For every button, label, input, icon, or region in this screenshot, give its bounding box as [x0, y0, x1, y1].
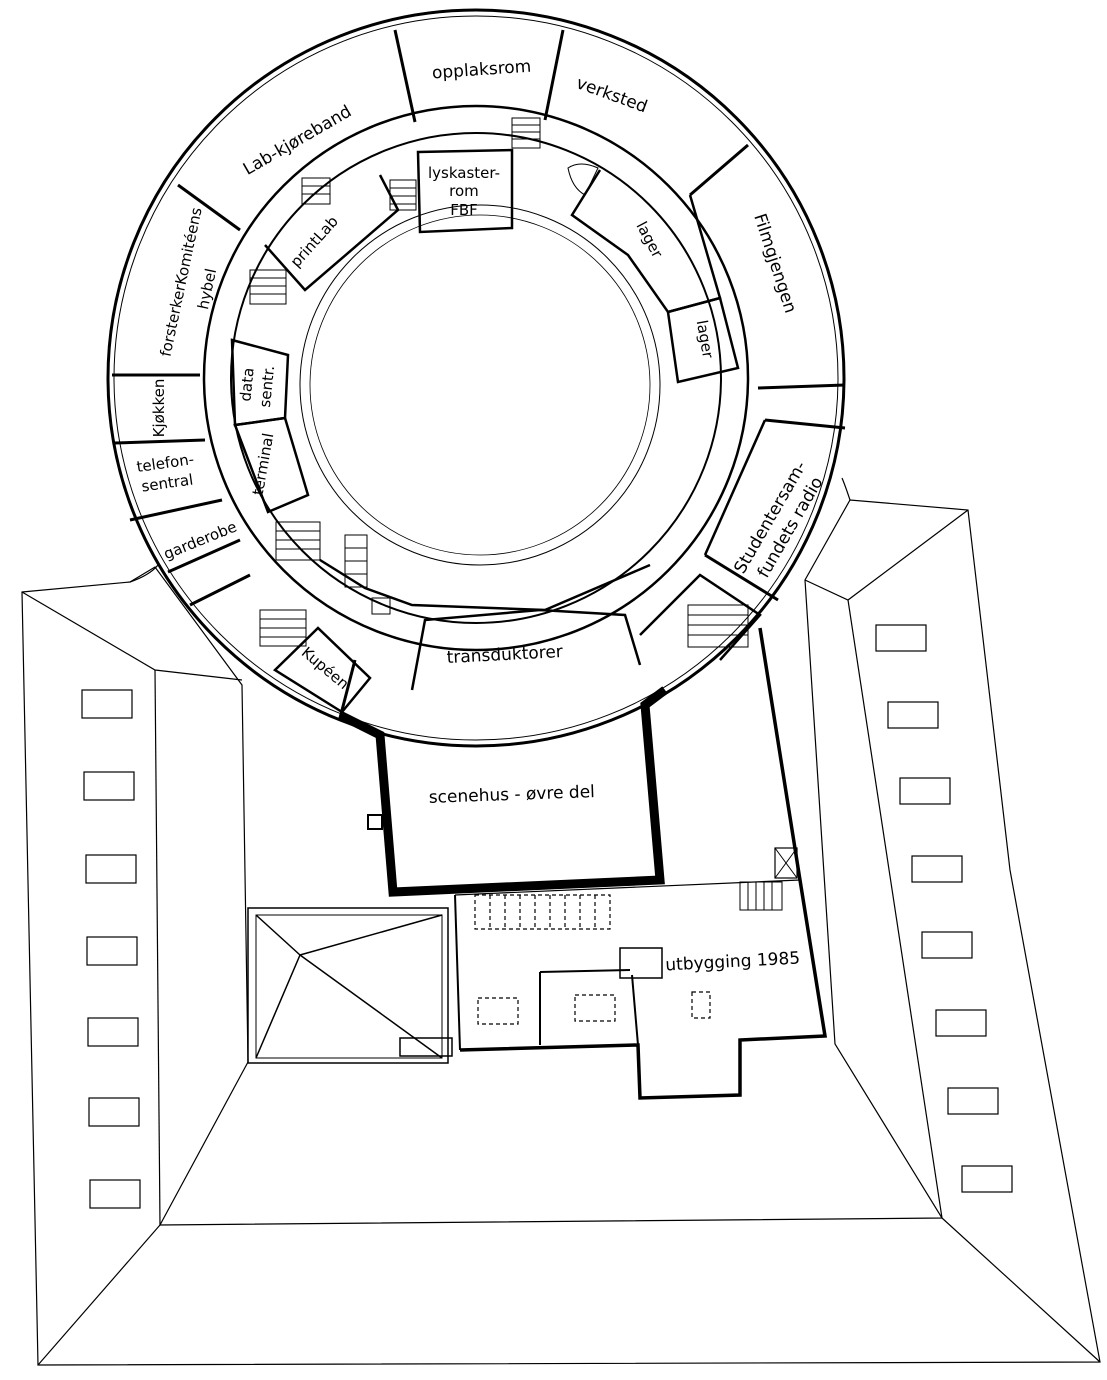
room-labels: opplaksrom verksted Lab-kjøreband lyskas…	[135, 57, 827, 976]
label-terminal: terminal	[249, 432, 278, 497]
label-lager-upper: lager	[632, 219, 666, 262]
label-utbygging: utbygging 1985	[665, 948, 801, 975]
label-data-sentr-2: sentr.	[256, 365, 278, 409]
label-lager-lower: lager	[693, 319, 718, 361]
label-hybel: hybel	[194, 267, 220, 311]
building-outline	[21, 477, 1101, 1366]
label-data-sentr-1: data	[236, 367, 257, 402]
stairs	[249, 117, 783, 911]
label-verksted: verksted	[573, 73, 650, 117]
right-wing-windows	[875, 624, 1013, 1193]
label-transduktorer: transduktorer	[446, 642, 563, 668]
label-lab-kjoreband: Lab-kjøreband	[240, 102, 355, 180]
left-wing-windows	[81, 689, 141, 1209]
label-forsterkerkomiteens: forsterkerKomitéens	[157, 206, 206, 359]
label-kjokken: Kjøkken	[150, 379, 168, 438]
label-opplaksrom: opplaksrom	[431, 57, 532, 84]
label-lyskasterrom-3: FBF	[450, 201, 478, 219]
label-scenehus: scenehus - øvre del	[428, 782, 595, 808]
inner-rooms	[230, 148, 767, 714]
scenehus-walls	[337, 686, 668, 897]
annex-1985	[454, 627, 828, 1100]
label-filmgjengen: Filmgjengen	[749, 211, 800, 315]
label-kupeen: Kupéen	[298, 643, 353, 693]
rotunda	[106, 8, 846, 748]
radial-walls	[112, 29, 846, 719]
label-lyskasterrom-1: lyskaster-	[428, 164, 500, 182]
courtyard-roof	[247, 907, 453, 1064]
label-lyskasterrom-2: rom	[449, 182, 479, 200]
label-printlab: printLab	[287, 212, 342, 270]
